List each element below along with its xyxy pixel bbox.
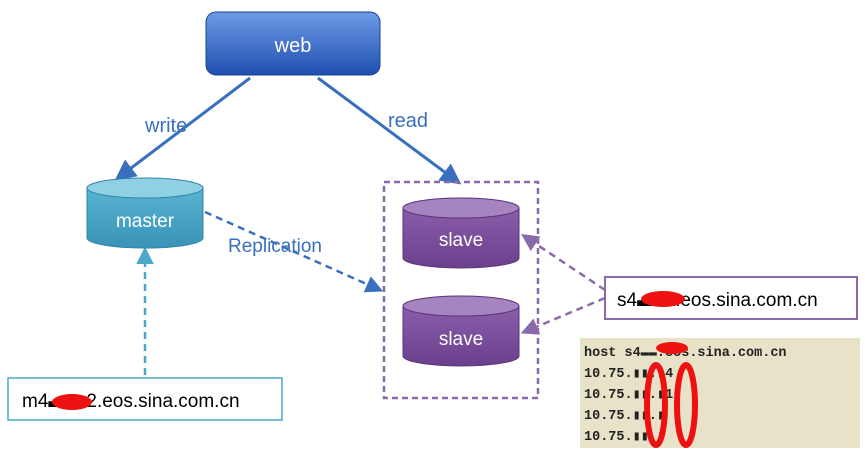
terminal-line: host s4▬▬.eos.sina.com.cn <box>584 346 787 361</box>
read-label: read <box>388 110 428 132</box>
slave-1-label: slave <box>439 230 483 251</box>
edge-write: write <box>114 76 251 181</box>
replication-label: Replication <box>228 236 322 257</box>
edge-replication: Replication <box>204 210 384 293</box>
slave-group-box <box>382 180 540 400</box>
redaction-marks <box>52 291 698 448</box>
slave-db-node-1: slave <box>402 197 520 269</box>
web-label: web <box>274 35 312 57</box>
terminal-line: 10.75.▮▮.▮ <box>584 430 665 445</box>
write-label: write <box>144 115 187 137</box>
terminal-output: host s4▬▬.eos.sina.com.cn 10.75.▮▮.▮4 10… <box>580 338 860 448</box>
master-db-node: master <box>86 177 204 249</box>
edge-slave-host <box>520 234 606 335</box>
slave-2-label: slave <box>439 329 483 350</box>
terminal-line: 10.75.▮▮.▮1 <box>584 388 673 403</box>
web-node: web <box>205 11 381 76</box>
terminal-line: 10.75.▮▮.▮ <box>584 409 665 424</box>
master-label: master <box>116 211 175 232</box>
master-host-box: m4▬▬2.eos.sina.com.cn <box>7 377 283 421</box>
slave-db-node-2: slave <box>402 295 520 367</box>
edge-read: read <box>317 76 462 185</box>
